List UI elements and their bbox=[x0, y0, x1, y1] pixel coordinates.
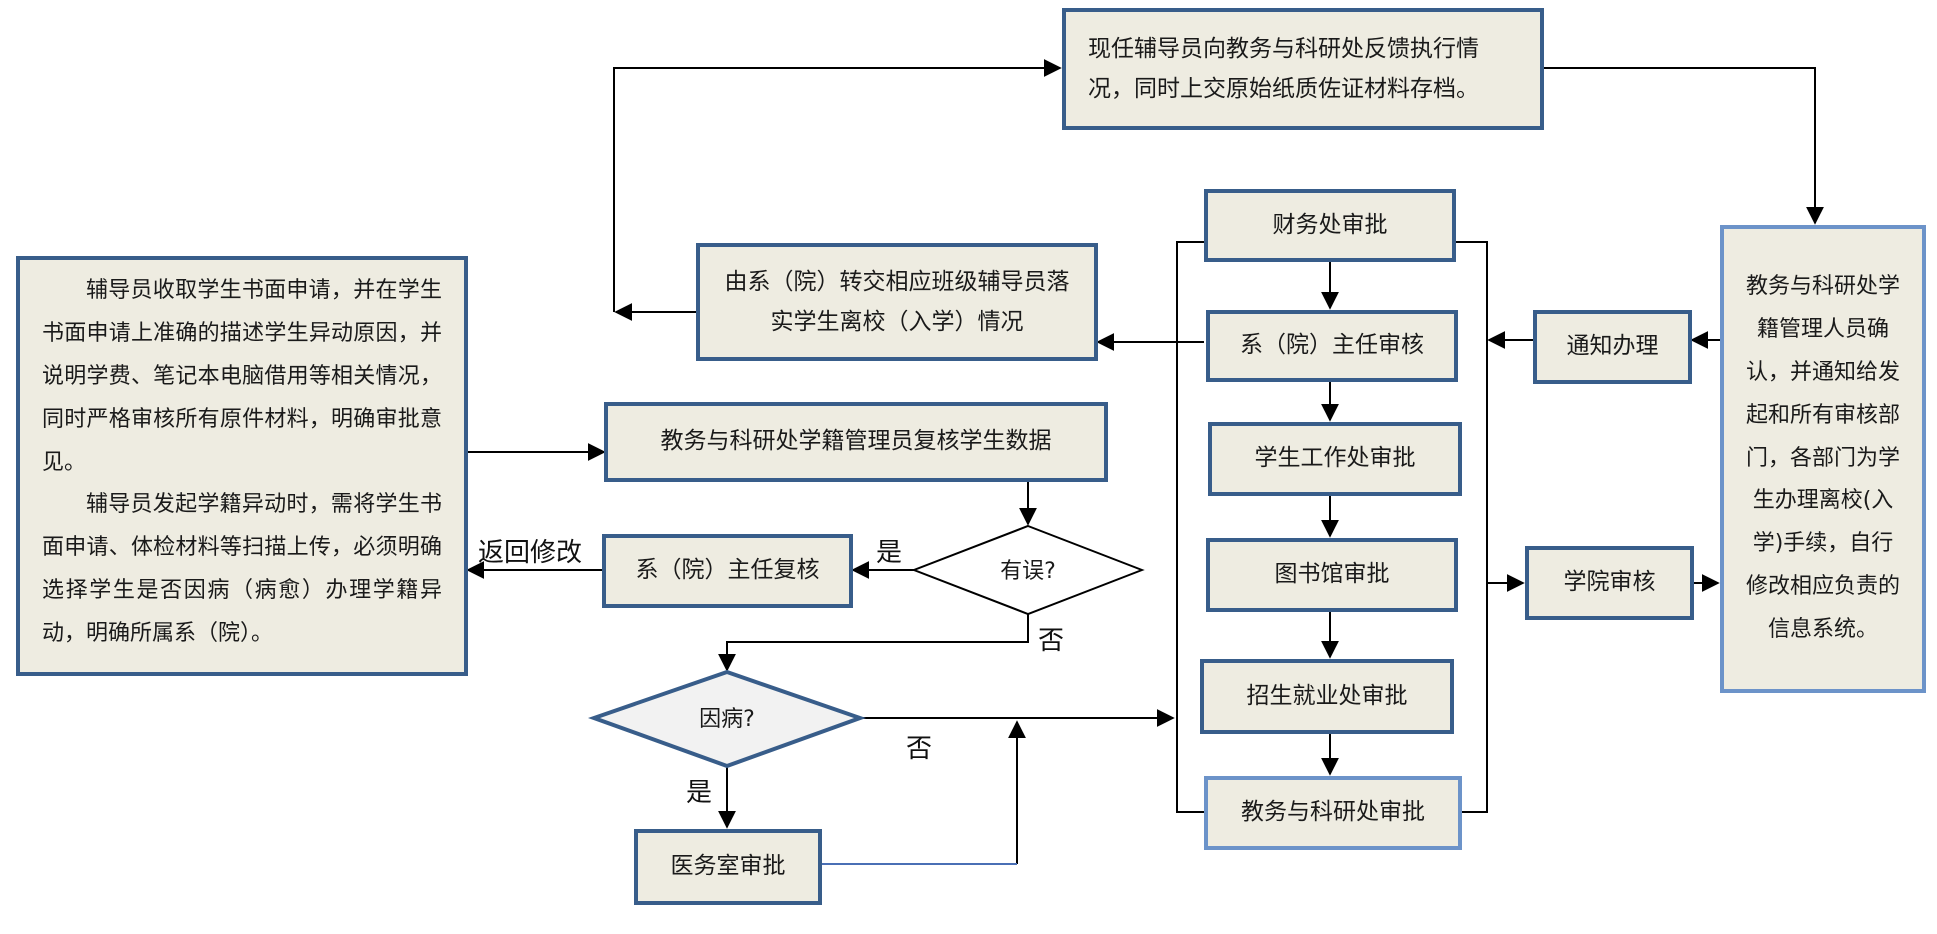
counselor-text-1: 辅导员收取学生书面申请，并在学生书面申请上准确的描述学生异动原因，并说明学费、笔… bbox=[42, 278, 442, 475]
illness-no-label: 否 bbox=[906, 734, 933, 764]
arrow-loop-to-feedback bbox=[613, 59, 1062, 312]
notify-text: 通知办理 bbox=[1566, 333, 1659, 360]
illness-decision-diamond: 因病? bbox=[587, 669, 867, 769]
arrow-feedback-to-registrar bbox=[1544, 67, 1824, 225]
transfer-text: 由系（院）转交相应班级辅导员落实学生离校（入学）情况 bbox=[724, 268, 1070, 335]
error-decision-diamond: 有误? bbox=[911, 524, 1145, 616]
admissions-text: 招生就业处审批 bbox=[1246, 682, 1408, 709]
bracket-left bbox=[1176, 241, 1204, 813]
error-no-label: 否 bbox=[1038, 626, 1065, 656]
admissions-box: 招生就业处审批 bbox=[1200, 659, 1454, 734]
feedback-text: 现任辅导员向教务与科研处反馈执行情况，同时上交原始纸质佐证材料存档。 bbox=[1088, 35, 1479, 102]
error-yes-label: 是 bbox=[876, 538, 903, 568]
dept-review-box: 系（院）主任审核 bbox=[1206, 310, 1458, 382]
return-modify-label: 返回修改 bbox=[478, 538, 583, 568]
college-review-text: 学院审核 bbox=[1563, 569, 1656, 596]
counselor-box: 辅导员收取学生书面申请，并在学生书面申请上准确的描述学生异动原因，并说明学费、笔… bbox=[16, 256, 468, 676]
dept-recheck-text: 系（院）主任复核 bbox=[635, 557, 820, 584]
illness-yes-label: 是 bbox=[686, 778, 713, 808]
finance-box: 财务处审批 bbox=[1204, 189, 1456, 262]
arrow-error-no bbox=[718, 614, 1029, 672]
transfer-box: 由系（院）转交相应班级辅导员落实学生离校（入学）情况 bbox=[696, 243, 1098, 361]
registrar-box: 教务与科研处学籍管理人员确认，并通知给发起和所有审核部门，各部门为学生办理离校(… bbox=[1720, 225, 1926, 693]
illness-decision-text: 因病? bbox=[699, 707, 755, 732]
feedback-box: 现任辅导员向教务与科研处反馈执行情况，同时上交原始纸质佐证材料存档。 bbox=[1062, 8, 1544, 130]
academic-text: 教务与科研处审批 bbox=[1241, 799, 1425, 826]
review-data-text: 教务与科研处学籍管理员复核学生数据 bbox=[660, 428, 1052, 455]
bracket-right bbox=[1456, 241, 1488, 813]
dept-review-text: 系（院）主任审核 bbox=[1240, 332, 1424, 359]
counselor-text-2: 辅导员发起学籍异动时，需将学生书面申请、体检材料等扫描上传，必须明确选择学生是否… bbox=[42, 492, 442, 647]
college-review-box: 学院审核 bbox=[1525, 546, 1694, 620]
finance-text: 财务处审批 bbox=[1272, 211, 1388, 238]
medical-box: 医务室审批 bbox=[634, 829, 822, 905]
library-box: 图书馆审批 bbox=[1206, 538, 1458, 612]
student-affairs-box: 学生工作处审批 bbox=[1208, 422, 1462, 496]
notify-box: 通知办理 bbox=[1533, 310, 1692, 384]
medical-text: 医务室审批 bbox=[670, 853, 786, 880]
library-text: 图书馆审批 bbox=[1274, 561, 1390, 588]
registrar-text: 教务与科研处学籍管理人员确认，并通知给发起和所有审核部门，各部门为学生办理离校(… bbox=[1745, 273, 1900, 643]
review-data-box: 教务与科研处学籍管理员复核学生数据 bbox=[604, 402, 1108, 482]
dept-recheck-box: 系（院）主任复核 bbox=[602, 534, 853, 608]
student-affairs-text: 学生工作处审批 bbox=[1254, 445, 1416, 472]
error-decision-text: 有误? bbox=[1000, 559, 1056, 584]
academic-box: 教务与科研处审批 bbox=[1204, 776, 1462, 850]
